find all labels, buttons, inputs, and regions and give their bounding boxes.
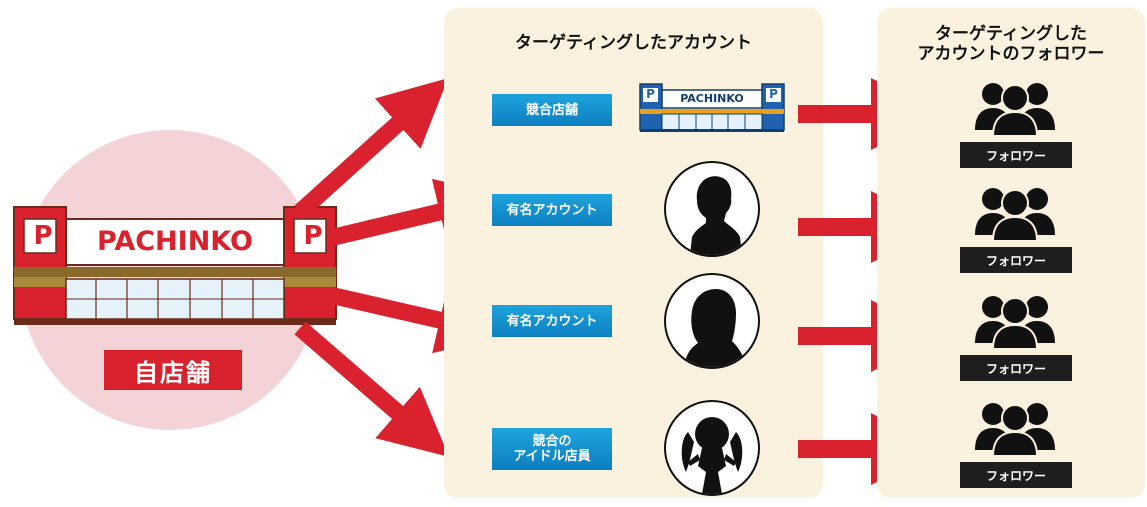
male-silhouette-icon — [664, 161, 760, 257]
own-store-label: 自店舗 — [104, 350, 242, 390]
pachinko-store-icon — [639, 83, 785, 133]
female-silhouette-icon — [664, 273, 760, 369]
arrow-to-famous-female — [328, 286, 507, 354]
target-label-idol-staff: 競合の アイドル店員 — [492, 428, 612, 470]
follower-label-3: フォロワー — [960, 355, 1072, 381]
arrow-to-idol-staff — [294, 321, 449, 457]
target-label-famous-account-2: 有名アカウント — [492, 305, 612, 337]
competitor-sign-text: PACHINKO — [680, 92, 744, 105]
follower-label-4: フォロワー — [960, 462, 1072, 488]
group-of-people-icon — [973, 78, 1057, 136]
own-store-sign-text: PACHINKO — [97, 226, 253, 257]
follower-label-2: フォロワー — [960, 247, 1072, 273]
idol-silhouette-icon — [664, 400, 760, 496]
arrow-to-famous-male — [328, 178, 506, 247]
target-label-competitor-store: 競合店舗 — [492, 94, 612, 126]
followers-panel-title: ターゲティングした アカウントのフォロワー — [917, 24, 1105, 64]
competitor-parking-letter-left: P — [646, 87, 655, 101]
targeted-accounts-title: ターゲティングしたアカウント — [515, 33, 752, 53]
own-store-parking-letter-right: P — [303, 221, 323, 251]
arrow-to-competitor — [294, 78, 449, 219]
group-of-people-icon — [973, 183, 1057, 241]
target-label-famous-account-1: 有名アカウント — [492, 194, 612, 226]
competitor-parking-letter-right: P — [769, 87, 778, 101]
group-of-people-icon — [973, 291, 1057, 349]
own-store-parking-letter-left: P — [33, 221, 53, 251]
own-store-building-icon — [12, 205, 338, 327]
follower-label-1: フォロワー — [960, 142, 1072, 168]
group-of-people-icon — [973, 398, 1057, 456]
